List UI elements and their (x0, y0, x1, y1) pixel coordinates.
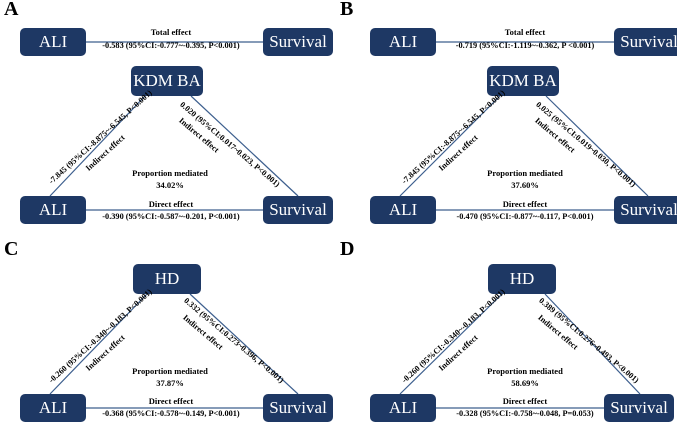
total-effect-label: Total effect (504, 27, 546, 37)
panel-label: C (4, 238, 19, 260)
path-b-line-b (545, 95, 649, 197)
panel-label: D (340, 238, 355, 260)
total-effect-value: -0.583 (95%CI:-0.777~-0.395, P<0.001) (102, 41, 240, 50)
panel-label: B (340, 0, 354, 20)
exposure-box: ALI (20, 196, 86, 224)
proportion-mediated-label: Proportion mediated (132, 366, 208, 376)
panel-label: A (4, 0, 19, 20)
path-b-line-d (544, 293, 641, 395)
outcome-box: Survival (604, 394, 674, 422)
direct-effect-value: -0.470 (95%CI:-0.877~-0.117, P<0.001) (456, 212, 594, 221)
direct-effect-label: Direct effect (148, 396, 194, 406)
mediator-box: HD (488, 264, 556, 294)
path-b-line-c (189, 293, 299, 395)
outcome-box: Survival (614, 196, 677, 224)
proportion-mediated-value: 58.69% (511, 378, 539, 388)
outcome-box: Survival (614, 28, 677, 56)
path-a-line-d (399, 293, 503, 395)
direct-effect-label: Direct effect (502, 199, 548, 209)
direct-effect-value: -0.390 (95%CI:-0.587~-0.201, P<0.001) (102, 212, 240, 221)
proportion-mediated-value: 37.87% (156, 378, 184, 388)
total-effect-value: -0.719 (95%CI:-1.119~-0.362, P <0.001) (455, 41, 595, 50)
proportion-mediated-label: Proportion mediated (487, 366, 563, 376)
outcome-box: Survival (263, 394, 333, 422)
outcome-box: Survival (263, 28, 333, 56)
total-effect-label: Total effect (150, 27, 192, 37)
direct-effect-label: Direct effect (148, 199, 194, 209)
direct-effect-label: Direct effect (502, 396, 548, 406)
direct-effect-value: -0.328 (95%CI:-0.758~-0.048, P=0.053) (456, 409, 594, 418)
proportion-mediated-value: 37.60% (511, 180, 539, 190)
path-a-line-a (49, 95, 146, 197)
proportion-mediated-label: Proportion mediated (132, 168, 208, 178)
exposure-box: ALI (370, 394, 436, 422)
exposure-box: ALI (20, 394, 86, 422)
outcome-box: Survival (263, 196, 333, 224)
exposure-box: ALI (370, 28, 436, 56)
direct-effect-value: -0.368 (95%CI:-0.578~-0.149, P<0.001) (102, 409, 240, 418)
proportion-mediated-label: Proportion mediated (487, 168, 563, 178)
mediator-box: HD (133, 264, 201, 294)
proportion-mediated-value: 34.02% (156, 180, 184, 190)
path-a-line-c (49, 293, 148, 395)
mediator-box: KDM BA (487, 66, 559, 96)
path-a-line-b (399, 95, 501, 197)
exposure-box: ALI (370, 196, 436, 224)
path-b-line-a (190, 95, 299, 197)
mediator-box: KDM BA (131, 66, 203, 96)
exposure-box: ALI (20, 28, 86, 56)
